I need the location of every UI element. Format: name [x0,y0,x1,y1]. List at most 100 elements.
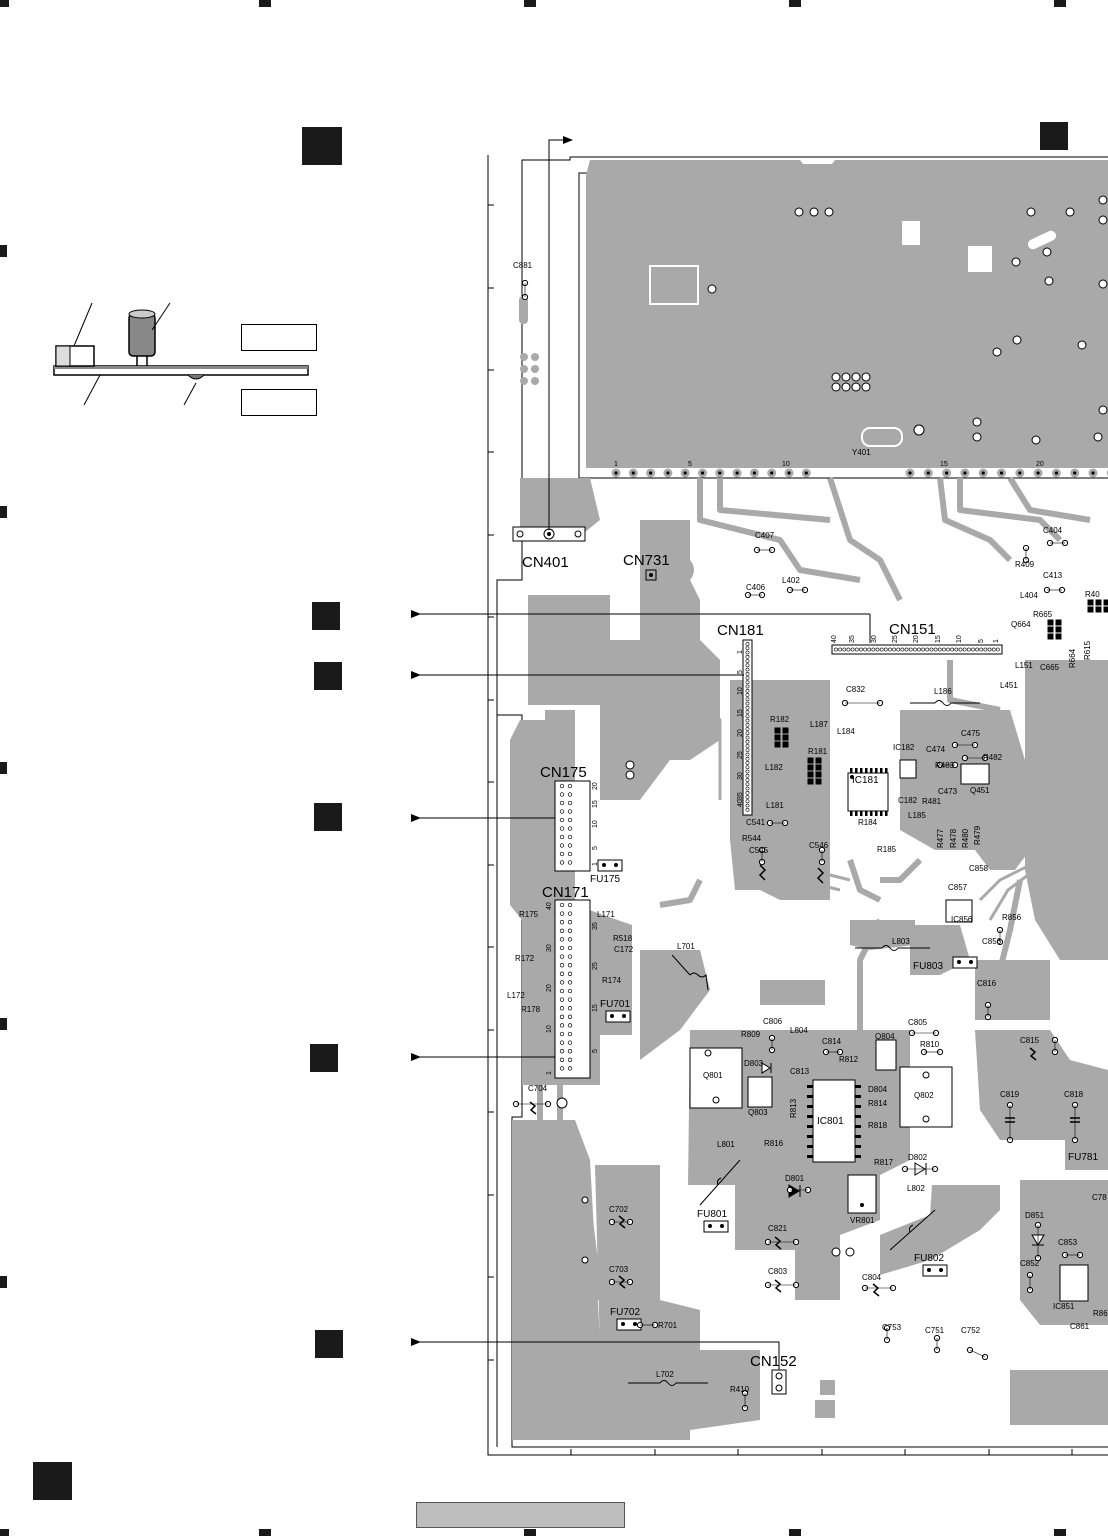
marker-block-top-left [302,127,342,165]
display-pin-row [611,468,1108,478]
hole-c703 [581,1256,589,1264]
display-pin-hole [1036,471,1040,475]
component-label: R182 [770,715,790,724]
ic801-pin [855,1095,861,1098]
component-label: C861 [1070,1322,1090,1331]
label-cn181: CN181 [717,622,764,639]
cn175-connector[interactable] [554,780,591,872]
edge-tick-left-2 [0,506,7,518]
component-label: R178 [521,1005,541,1014]
cn181-pin [745,799,750,804]
cn175-pin-number: 10 [592,820,599,828]
ic181-pin [855,768,858,773]
cn175-pin [567,834,573,840]
cn181-pin [745,756,750,761]
component-label: C407 [755,531,775,540]
edge-tick-bottom-4 [789,1529,801,1536]
ic182-package[interactable] [899,759,917,779]
cn151-pin-number: 20 [913,635,920,643]
component-label: R410 [730,1385,750,1394]
ic181-pin [850,811,853,816]
legend-label-box-bottom [241,389,317,416]
component-label: D804 [868,1085,888,1094]
label-fu175: FU175 [590,874,620,885]
ic181-pin [875,811,878,816]
cn181-pin [745,671,750,676]
cn181-pin [745,710,750,714]
component-label: C78 [1092,1193,1107,1202]
cn152-connector[interactable] [771,1369,787,1395]
label-fu781: FU781 [1068,1152,1098,1163]
ic851-package[interactable] [1059,1264,1089,1302]
component-label: C832 [846,685,866,694]
ic801-package[interactable] [807,1079,861,1163]
edge-tick-left-4 [0,1018,7,1030]
cn171-pin [567,980,573,985]
cn731-connector[interactable] [645,569,657,581]
cn151-pin [883,647,888,652]
component-label-rotated: R480 [961,828,970,848]
cn175-pin [559,800,565,806]
component-label: IC851 [1053,1302,1075,1311]
board-edge-ticks [488,204,1073,1455]
hole-mount-b [845,1247,855,1257]
hole-c704 [556,1097,568,1109]
cn171-pin [567,902,573,908]
q801-transistor[interactable] [689,1047,743,1109]
component-label: L172 [507,991,525,1000]
cn731-pin [649,573,653,577]
cn171-pin-number: 5 [592,1049,599,1053]
cn181-pin [745,778,750,782]
q802-transistor[interactable] [899,1066,953,1128]
cn175-pin [567,800,573,806]
component-label: R544 [742,834,762,843]
cn151-pin-number: 35 [849,635,856,643]
cn171-pin [559,1031,565,1037]
display-pin-hole [787,471,791,475]
cn181-pin [745,680,750,685]
edge-tick-bottom-3 [524,1529,536,1536]
component-label: R174 [602,976,622,985]
display-pin-hole [1054,471,1058,475]
ic181-package[interactable] [847,772,889,812]
display-pin-hole [999,471,1004,475]
display-pad-square [649,265,699,305]
cn175-pin [559,792,565,797]
component-label: R483 [935,761,955,770]
component-label: C857 [948,883,968,892]
vr801-potentiometer[interactable] [847,1174,877,1214]
q451-transistor[interactable] [960,763,990,785]
cn175-pin [559,834,565,840]
display-pin-hole [1091,471,1095,475]
ic181-pin [860,768,863,773]
copper-traces-fine [698,698,1094,921]
cn181-pin [745,786,750,791]
array-pad [774,741,781,748]
cn151-pin [871,647,876,652]
component-label-rotated: R479 [973,825,982,845]
q803-transistor[interactable] [747,1076,773,1108]
component-label: C881 [513,261,533,270]
cn171-connector[interactable] [554,899,591,1079]
cn181-pin [745,727,750,731]
ic856-package[interactable] [945,899,973,923]
marker-block-2 [314,662,342,690]
display-pin-number: 15 [940,461,948,468]
component-label: L181 [766,801,784,810]
label-cn731: CN731 [623,552,670,569]
component-label: R814 [868,1099,888,1108]
q804-transistor[interactable] [875,1039,897,1071]
display-holes [707,195,1108,445]
cn181-pin [745,688,750,693]
component-label: C475 [961,729,981,738]
ic181-pins [850,768,888,816]
marker-block-4 [310,1044,338,1072]
copper-pours [510,160,1108,1440]
ic181-pin [880,768,883,773]
ic801-pin [807,1155,813,1158]
cn181-pin [745,722,750,727]
cn171-pin-number: 20 [546,984,553,992]
cn181-connector[interactable] [742,639,753,816]
cn401-connector[interactable] [512,526,586,542]
array-pad [815,764,822,771]
